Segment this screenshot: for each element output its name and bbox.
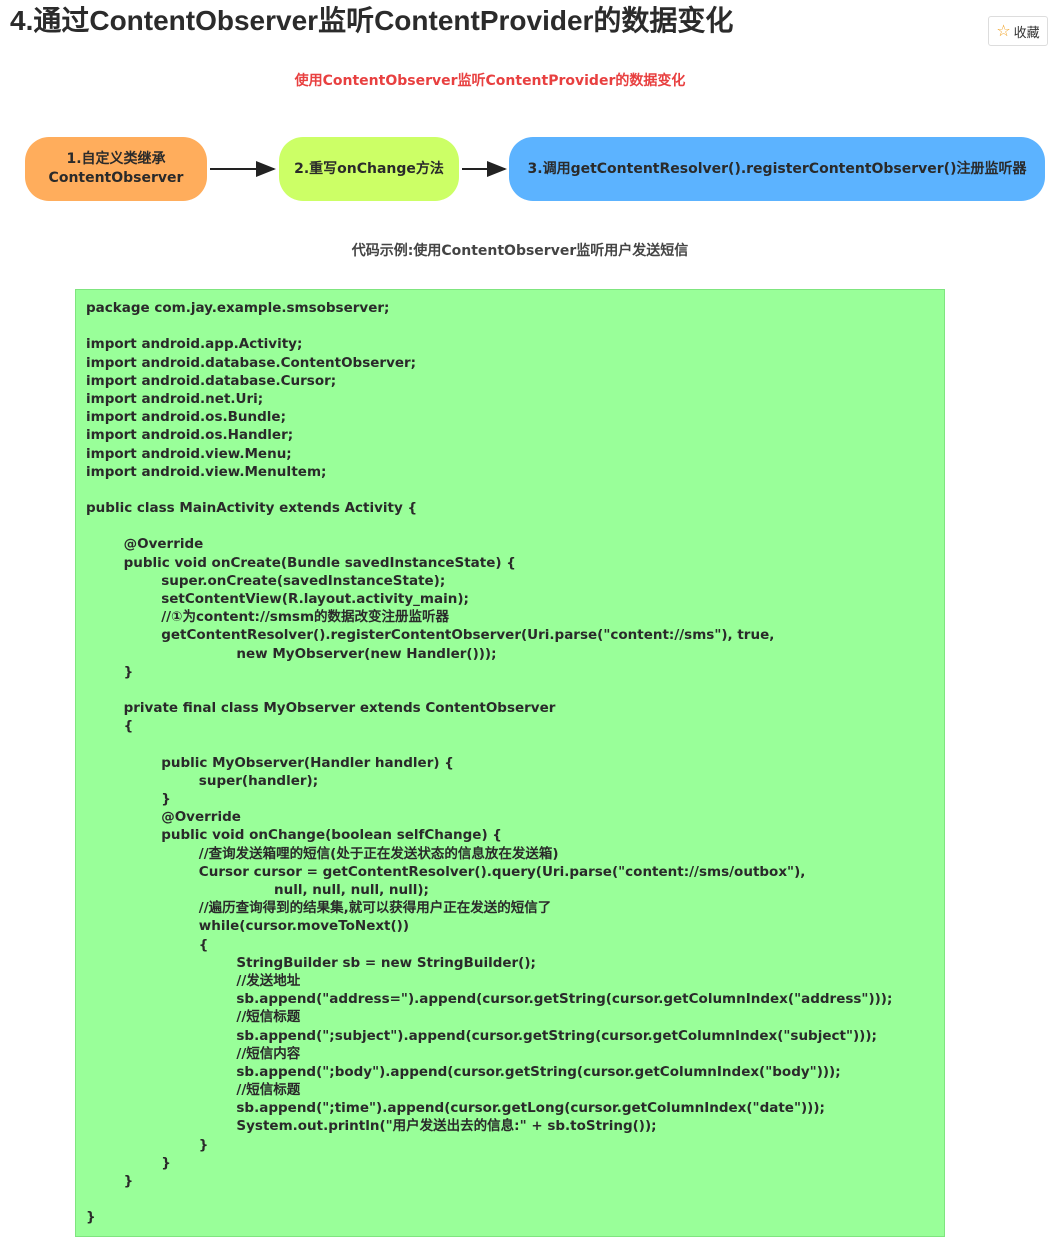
code-line	[86, 317, 934, 335]
code-line: sb.append(";time").append(cursor.getLong…	[86, 1100, 825, 1117]
code-line: import android.view.MenuItem;	[86, 463, 327, 480]
code-line: Cursor cursor = getContentResolver().que…	[86, 863, 806, 880]
favorite-button[interactable]: ☆ 收藏	[988, 16, 1048, 46]
code-line: //查询发送箱哩的短信(处于正在发送状态的信息放在发送箱)	[86, 845, 559, 862]
code-block: package com.jay.example.smsobserver; impo…	[75, 289, 945, 1237]
code-line: }	[86, 1154, 171, 1171]
flow-step-1: 1.自定义类继承 ContentObserver	[25, 137, 207, 201]
code-line: //短信内容	[86, 1045, 301, 1062]
code-line: }	[86, 1136, 209, 1153]
code-line: @Override	[86, 809, 241, 826]
code-line: //①为content://smsm的数据改变注册监听器	[86, 609, 450, 626]
code-line: //短信标题	[86, 1009, 301, 1026]
code-line	[86, 1190, 934, 1208]
code-line: import android.database.ContentObserver;	[86, 354, 417, 371]
page-title: 4.通过ContentObserver监听ContentProvider的数据变…	[10, 5, 734, 36]
code-line: sb.append(";subject").append(cursor.getS…	[86, 1027, 877, 1044]
code-line: //发送地址	[86, 972, 301, 989]
code-line: import android.app.Activity;	[86, 336, 303, 353]
code-line: StringBuilder sb = new StringBuilder();	[86, 954, 536, 971]
code-line: sb.append("address=").append(cursor.getS…	[86, 991, 893, 1008]
code-line: new MyObserver(new Handler()));	[86, 645, 497, 662]
code-line: import android.os.Bundle;	[86, 409, 286, 426]
code-line: public class MainActivity extends Activi…	[86, 500, 418, 517]
code-line: //遍历查询得到的结果集,就可以获得用户正在发送的短信了	[86, 900, 552, 917]
code-line: null, null, null, null);	[86, 882, 429, 898]
code-line	[86, 681, 934, 699]
code-line: super(handler);	[86, 772, 319, 789]
code-line: import android.net.Uri;	[86, 390, 264, 407]
code-line: import android.view.Menu;	[86, 445, 292, 462]
code-caption: 代码示例:使用ContentObserver监听用户发送短信	[351, 243, 689, 259]
code-line: sb.append(";body").append(cursor.getStri…	[86, 1063, 841, 1080]
code-line: @Override	[86, 536, 204, 553]
flow-step-3-line1: 3.调用getContentResolver().registerContent…	[527, 160, 1027, 177]
flow-step-1-line2: ContentObserver	[48, 170, 184, 186]
star-outline-icon: ☆	[996, 21, 1011, 40]
code-line: {	[86, 718, 134, 735]
code-line: setContentView(R.layout.activity_main);	[86, 591, 469, 607]
code-line: {	[86, 936, 209, 953]
code-line: }	[86, 1209, 96, 1226]
flow-step-2: 2.重写onChange方法	[279, 137, 459, 201]
code-line: private final class MyObserver extends C…	[86, 700, 556, 717]
code-line: import android.database.Cursor;	[86, 372, 337, 389]
flow-step-3: 3.调用getContentResolver().registerContent…	[509, 137, 1045, 201]
code-line	[86, 736, 934, 754]
code-line: }	[86, 791, 171, 808]
code-line: }	[86, 663, 134, 680]
code-line: //短信标题	[86, 1082, 301, 1099]
code-line	[86, 517, 934, 535]
diagram-title: 使用ContentObserver监听ContentProvider的数据变化	[294, 73, 686, 89]
code-line: }	[86, 1173, 134, 1189]
code-line: public void onCreate(Bundle savedInstanc…	[86, 554, 516, 571]
code-line: public void onChange(boolean selfChange)…	[86, 827, 502, 844]
favorite-label: 收藏	[1013, 25, 1040, 41]
code-line: getContentResolver().registerContentObse…	[86, 627, 775, 644]
code-line: public MyObserver(Handler handler) {	[86, 754, 454, 771]
flow-step-1-line1: 1.自定义类继承	[66, 151, 166, 167]
code-line: import android.os.Handler;	[86, 427, 294, 444]
code-line: package com.jay.example.smsobserver;	[86, 300, 390, 316]
flow-step-2-line1: 2.重写onChange方法	[294, 160, 444, 177]
code-line	[86, 481, 934, 499]
code-line: System.out.println("用户发送出去的信息:" + sb.toS…	[86, 1118, 657, 1135]
code-line: super.onCreate(savedInstanceState);	[86, 572, 446, 589]
code-line: while(cursor.moveToNext())	[86, 918, 410, 935]
